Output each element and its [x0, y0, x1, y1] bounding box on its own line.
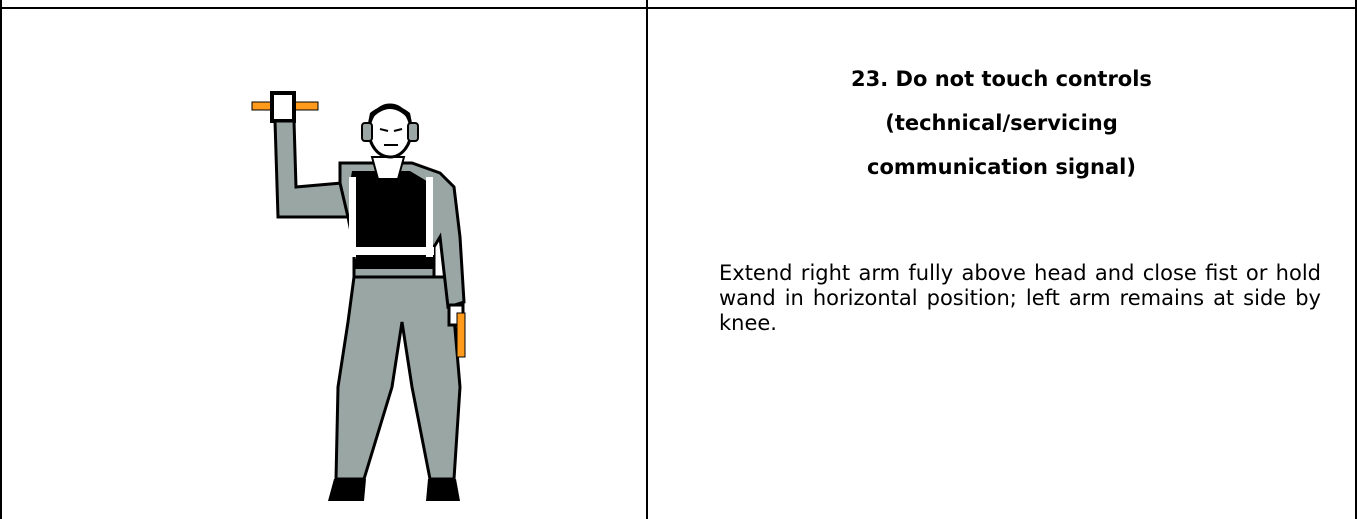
- illustration-cell: [2, 9, 646, 519]
- signal-title: 23. Do not touch controls (technical/ser…: [648, 57, 1355, 189]
- signal-title-line-1: 23. Do not touch controls: [648, 57, 1355, 101]
- marshaller-figure-icon: [242, 87, 482, 511]
- signal-description: Extend right arm fully above head and cl…: [719, 261, 1321, 336]
- description-cell: 23. Do not touch controls (technical/ser…: [648, 9, 1355, 519]
- signal-title-line-3: communication signal): [648, 145, 1355, 189]
- signal-title-line-2: (technical/servicing: [648, 101, 1355, 145]
